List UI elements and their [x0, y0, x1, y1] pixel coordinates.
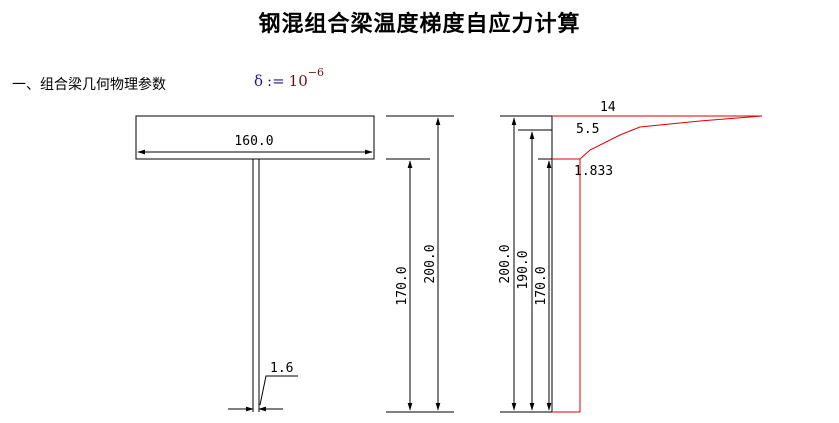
- g-dim-c-label: 170.0: [534, 266, 549, 305]
- gradient-curve: [552, 115, 763, 413]
- dim-inner-label: 170.0: [395, 266, 410, 305]
- assign-operator: :=: [267, 72, 285, 90]
- gradient-mid-value: 5.5: [576, 122, 599, 137]
- page-title: 钢混组合梁温度梯度自应力计算: [258, 12, 581, 37]
- web-thickness-label: 1.6: [270, 361, 293, 376]
- cross-section-drawing: [135, 115, 375, 412]
- slab-width-label: 160.0: [234, 134, 273, 149]
- formula-base: 10: [288, 72, 308, 90]
- delta-definition: δ:=10−6: [254, 66, 324, 90]
- gradient-profile: [579, 115, 763, 160]
- delta-symbol: δ: [254, 72, 264, 90]
- web-dim-leader: [259, 375, 298, 406]
- g-dim-b-label: 190.0: [516, 250, 531, 289]
- g-dim-a-label: 200.0: [498, 244, 513, 283]
- concrete-slab: [135, 115, 375, 160]
- gradient-top-value: 14: [600, 100, 616, 115]
- gradient-dims: [500, 115, 553, 413]
- section-heading: 一、组合梁几何物理参数: [12, 77, 166, 93]
- gradient-low-value: 1.833: [574, 164, 613, 179]
- formula-exponent: −6: [307, 66, 324, 79]
- section-height-dims: [386, 115, 454, 413]
- dim-outer-label: 200.0: [423, 244, 438, 283]
